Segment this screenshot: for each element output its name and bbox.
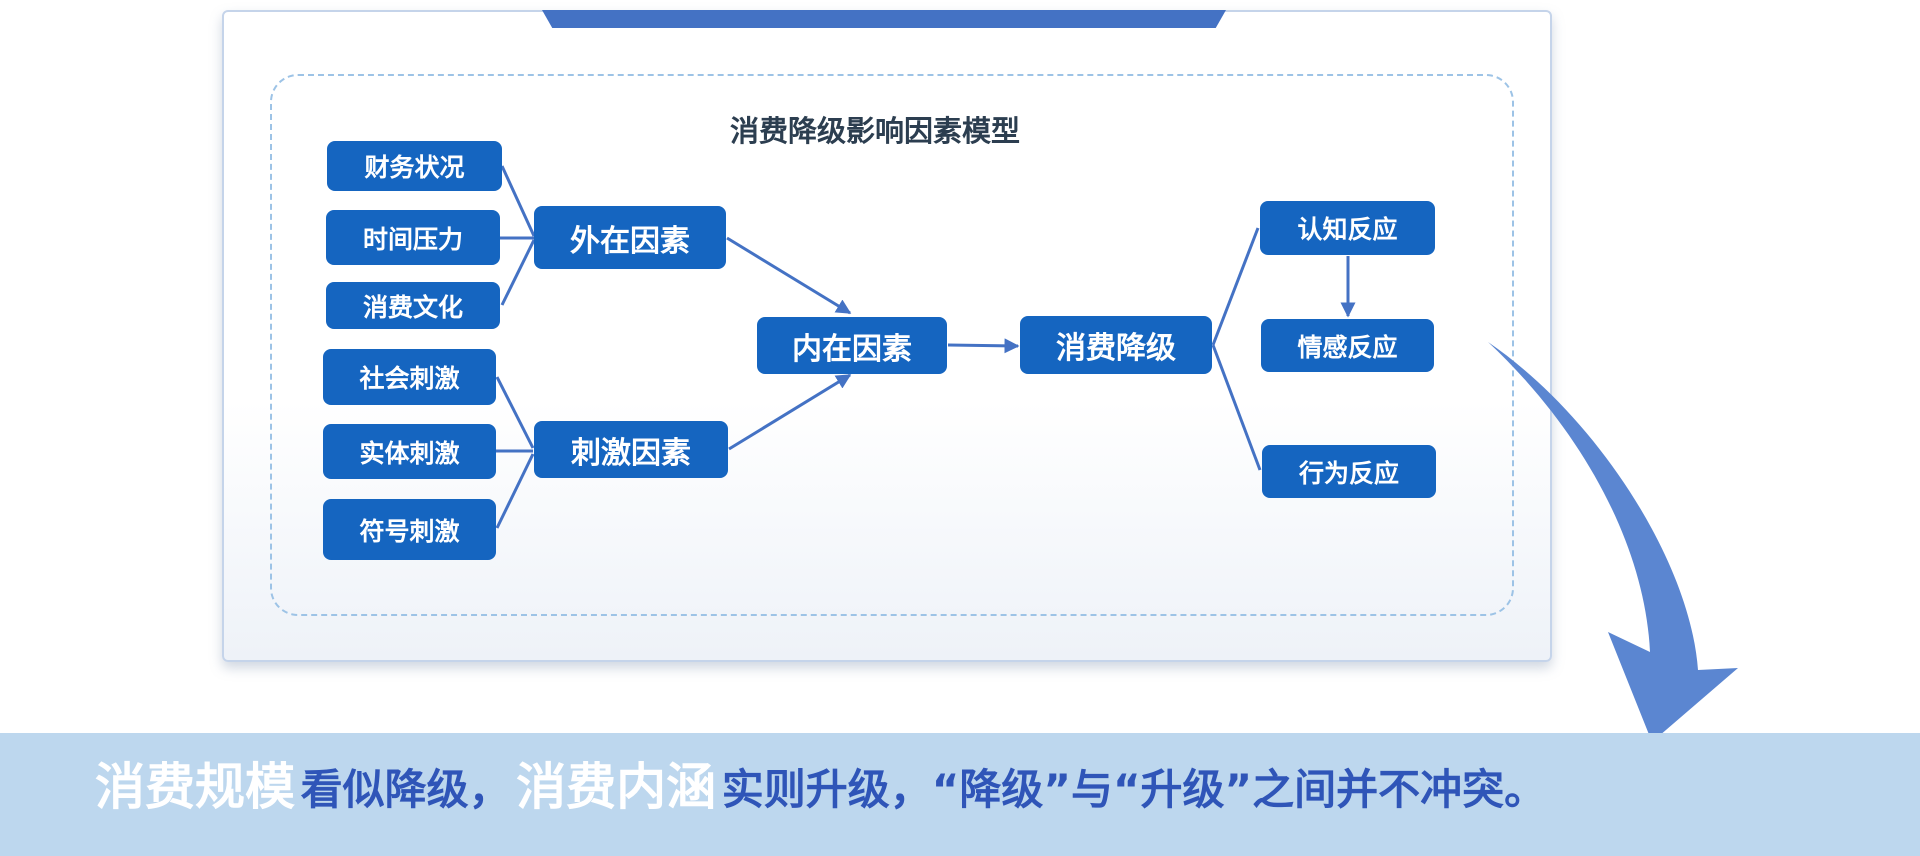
node-cognitive-response: 认知反应 [1260,201,1435,255]
edge-internal-to-downgrade [947,338,1020,354]
curved-arrow [1488,342,1738,742]
node-social-stimulus: 社会刺激 [323,349,496,405]
node-consumption-downgrade: 消费降级 [1020,316,1212,374]
tagline-part-4: 实则升级，“降级”与“升级”之间并不冲突。 [721,765,1547,814]
edge-stimulus-to-internal [728,373,852,451]
node-behavioral-response: 行为反应 [1262,445,1436,498]
tagline-part-2: 看似降级， [300,765,511,814]
node-emotional-response: 情感反应 [1261,319,1434,372]
edge-social-to-stimulus [495,376,535,449]
tagline: 消费规模 看似降级， 消费内涵 实则升级，“降级”与“升级”之间并不冲突。 [95,752,1546,834]
edge-culture-to-external [500,239,536,306]
tagline-part-3: 消费内涵 [516,758,717,816]
node-time-pressure: 时间压力 [326,210,500,265]
edge-external-to-internal [726,236,852,315]
node-physical-stimulus: 实体刺激 [323,424,496,479]
tagline-part-1: 消费规模 [95,758,295,816]
edge-symbolic-to-stimulus [495,453,535,529]
diagram-frame [270,74,1514,616]
card-header-tab [542,10,1226,28]
node-internal-factors: 内在因素 [757,317,947,374]
node-symbolic-stimulus: 符号刺激 [323,499,496,560]
edge-downgrade-to-cognitive [1211,227,1260,346]
node-consumption-culture: 消费文化 [326,282,500,329]
tagline-band [0,733,1920,856]
node-external-factors: 外在因素 [534,206,726,269]
edge-downgrade-to-behavioral [1211,344,1262,471]
edge-financial-to-external [500,165,536,237]
node-stimulus-factors: 刺激因素 [534,421,728,478]
node-financial-status: 财务状况 [327,141,502,191]
diagram-title: 消费降级影响因素模型 [729,114,1020,148]
